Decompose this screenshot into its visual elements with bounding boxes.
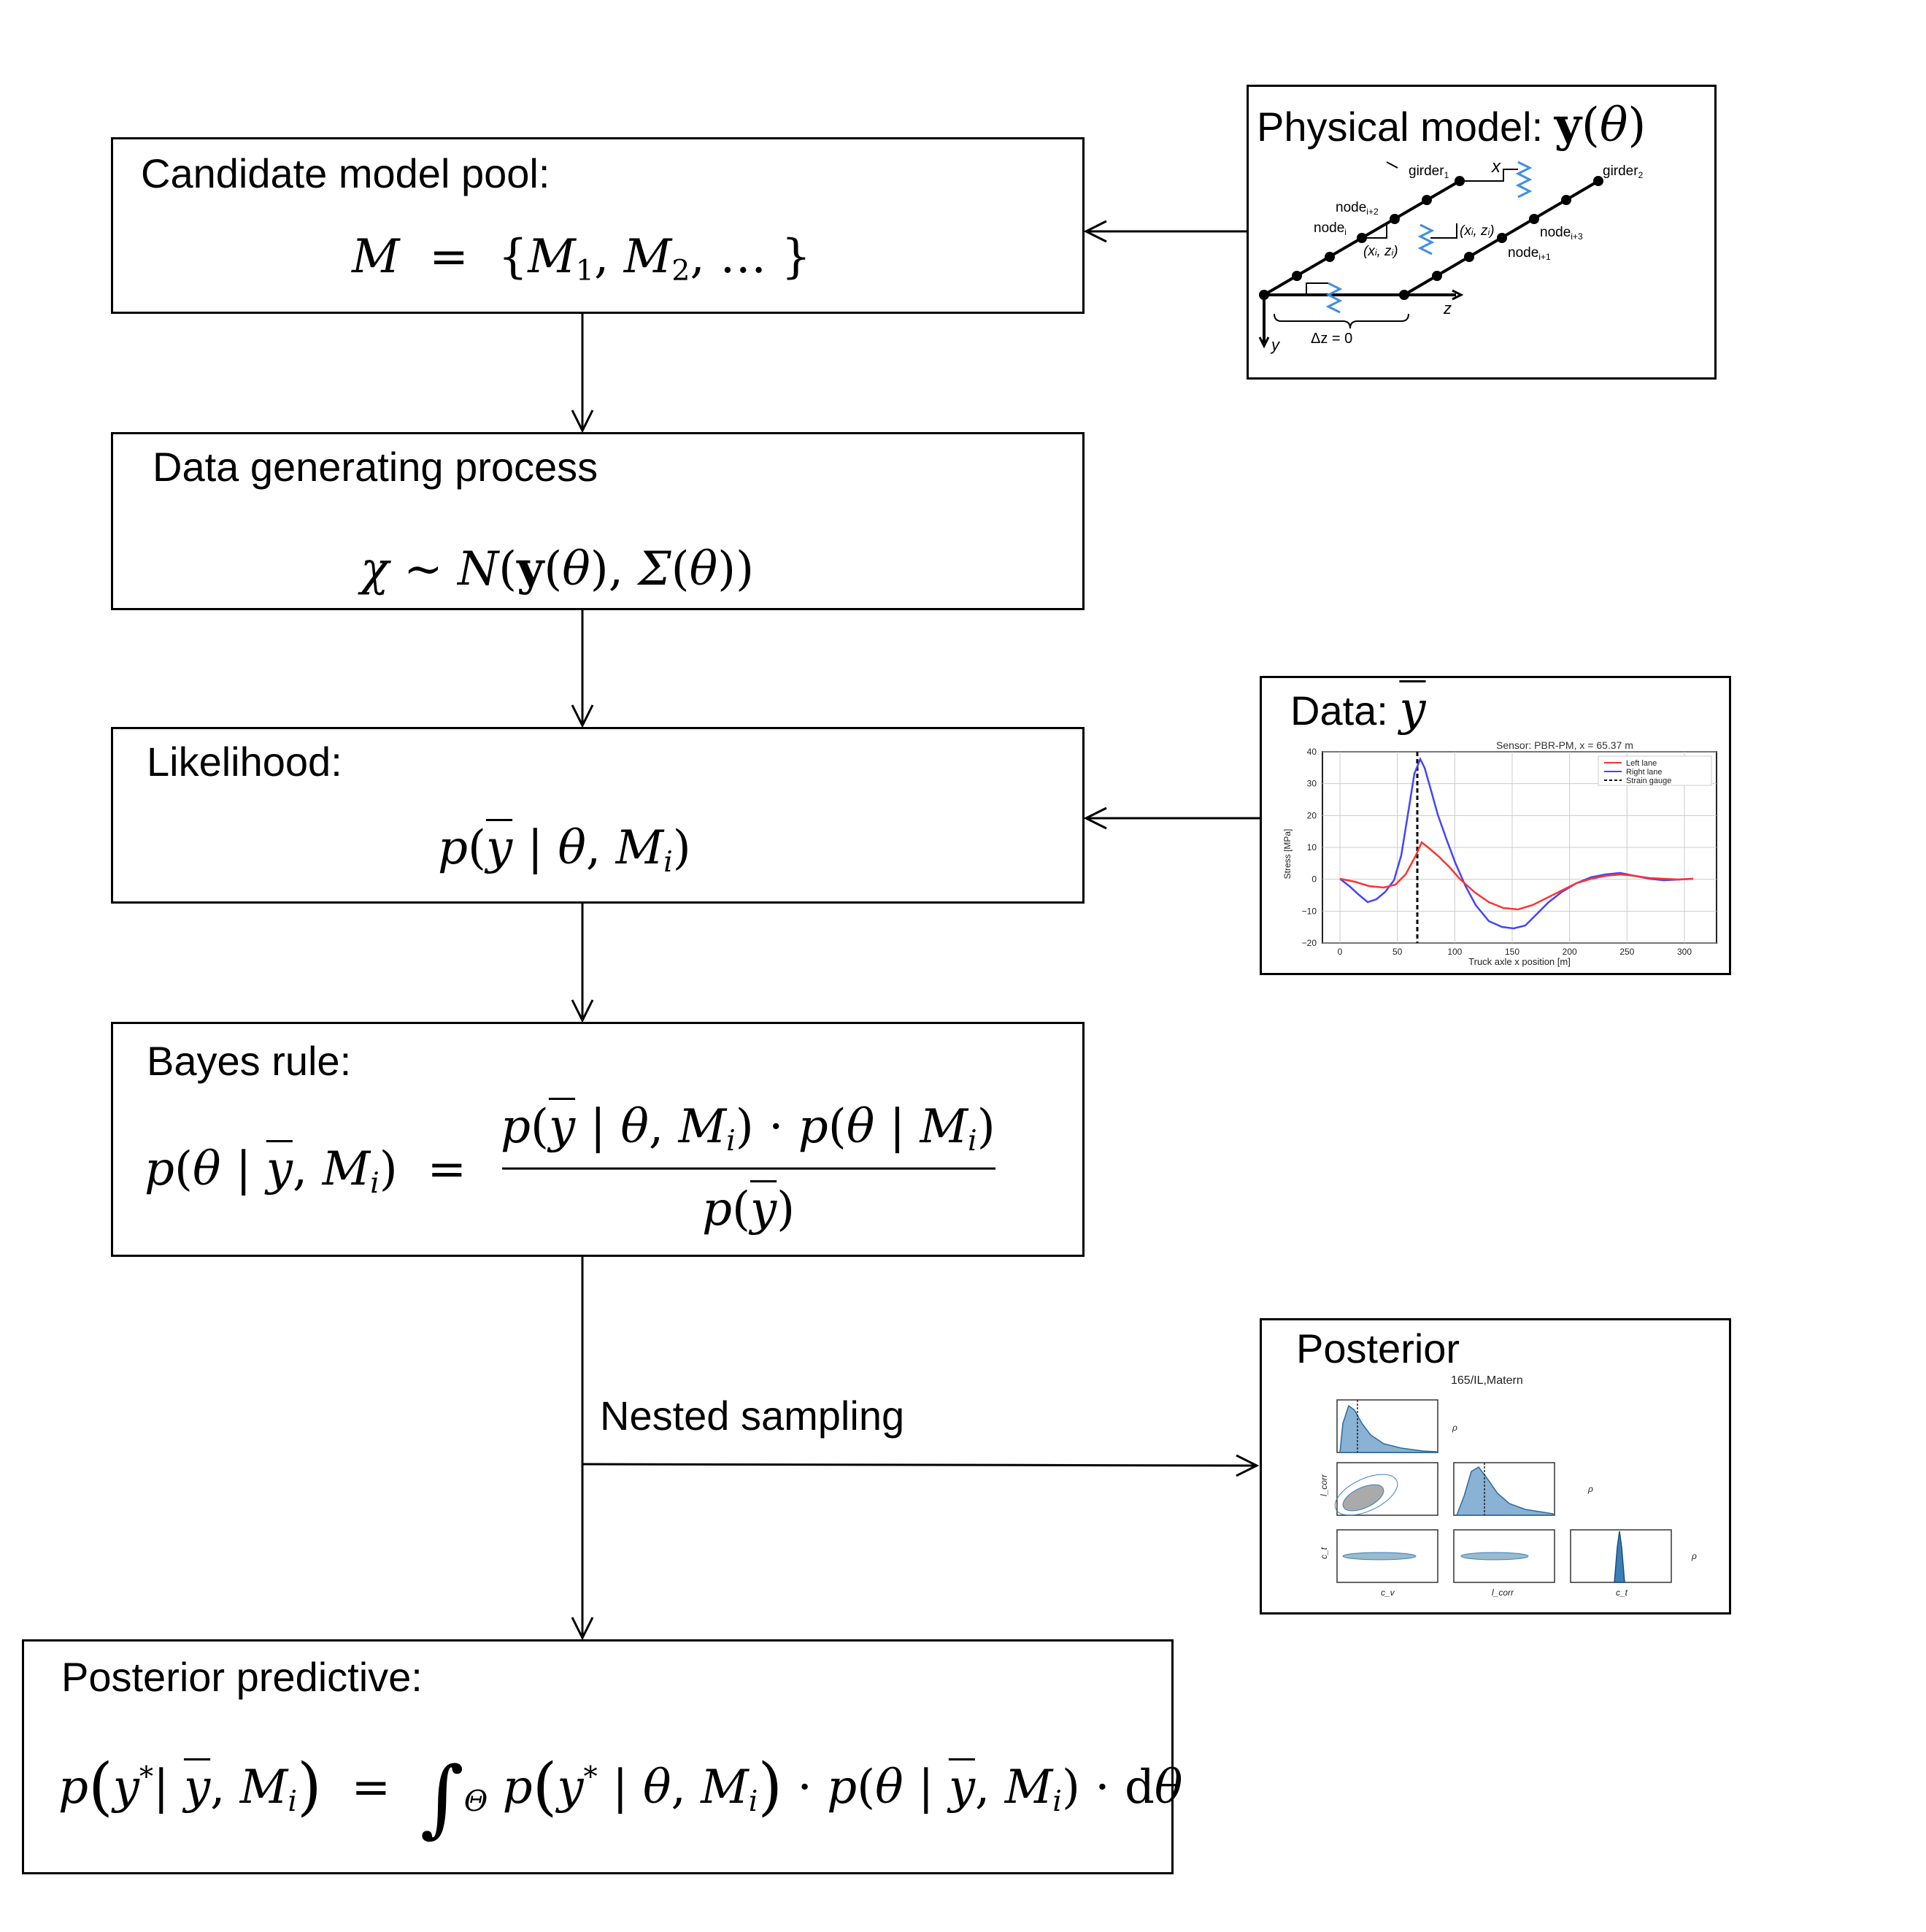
candidate-model-pool-title: Candidate model pool: xyxy=(141,150,550,196)
bayes-rule-lhs: p(θ | y, Mi) = xyxy=(145,1142,467,1201)
posterior-predictive-box xyxy=(22,1639,1174,1874)
physical-model-title: Physical model: y(θ) xyxy=(1257,102,1646,150)
data-generating-process-formula: χ ~ N(y(θ), Σ(θ)) xyxy=(361,542,755,596)
likelihood-box xyxy=(111,727,1085,904)
bayes-rule-numerator: p(y | θ, Mi) · p(θ | Mi) xyxy=(501,1100,995,1158)
posterior-predictive-formula: p(y*| y, Mi) = ∫Θ p(y* | θ, Mi) · p(θ | … xyxy=(58,1749,1183,1847)
data-title-text: Data: xyxy=(1290,688,1388,734)
bayes-rule-title: Bayes rule: xyxy=(147,1038,352,1084)
posterior-predictive-title: Posterior predictive: xyxy=(61,1654,423,1700)
data-title: Data: y xyxy=(1290,686,1426,733)
bayes-rule-denominator: p(y) xyxy=(702,1182,796,1236)
bayes-rule-box xyxy=(111,1022,1085,1257)
candidate-model-pool-box xyxy=(111,137,1085,314)
data-generating-process-box xyxy=(111,432,1085,610)
data-generating-process-title: Data generating process xyxy=(153,444,598,490)
likelihood-formula: p(y | θ, Mi) xyxy=(438,821,691,880)
likelihood-title: Likelihood: xyxy=(147,739,342,785)
data-symbol: y xyxy=(1399,682,1426,736)
candidate-model-pool-formula: M = {M1, M2, … } xyxy=(352,230,812,288)
posterior-title: Posterior xyxy=(1296,1325,1460,1371)
arrow-nested-to-posterior xyxy=(582,1454,1260,1477)
nested-sampling-label: Nested sampling xyxy=(600,1393,905,1439)
physical-model-title-text: Physical model: xyxy=(1257,104,1544,150)
physical-model-symbol: y(θ) xyxy=(1554,98,1646,153)
